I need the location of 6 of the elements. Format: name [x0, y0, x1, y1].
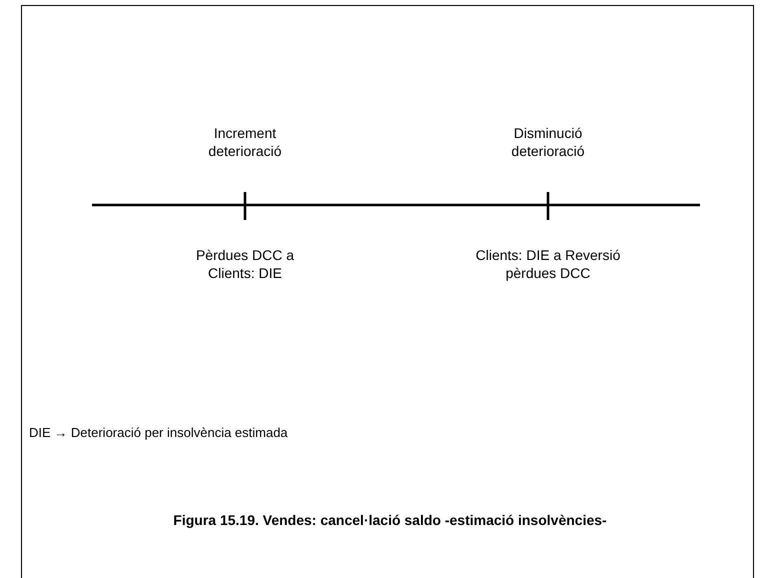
abbreviation-note: DIE → Deterioració per insolvència estimada: [29, 424, 288, 442]
entry-note: Pèrdues DCC a Clients: DIE: [195, 246, 295, 282]
figure-caption: Figura 15.19. Vendes: cancel·lació saldo -estimació insolvències-: [172, 511, 608, 529]
tick-label: Increment deterioració: [207, 124, 283, 160]
entry-note: Clients: DIE a Reversió pèrdues DCC: [474, 246, 622, 282]
tick-label: Disminució deterioració: [510, 124, 586, 160]
